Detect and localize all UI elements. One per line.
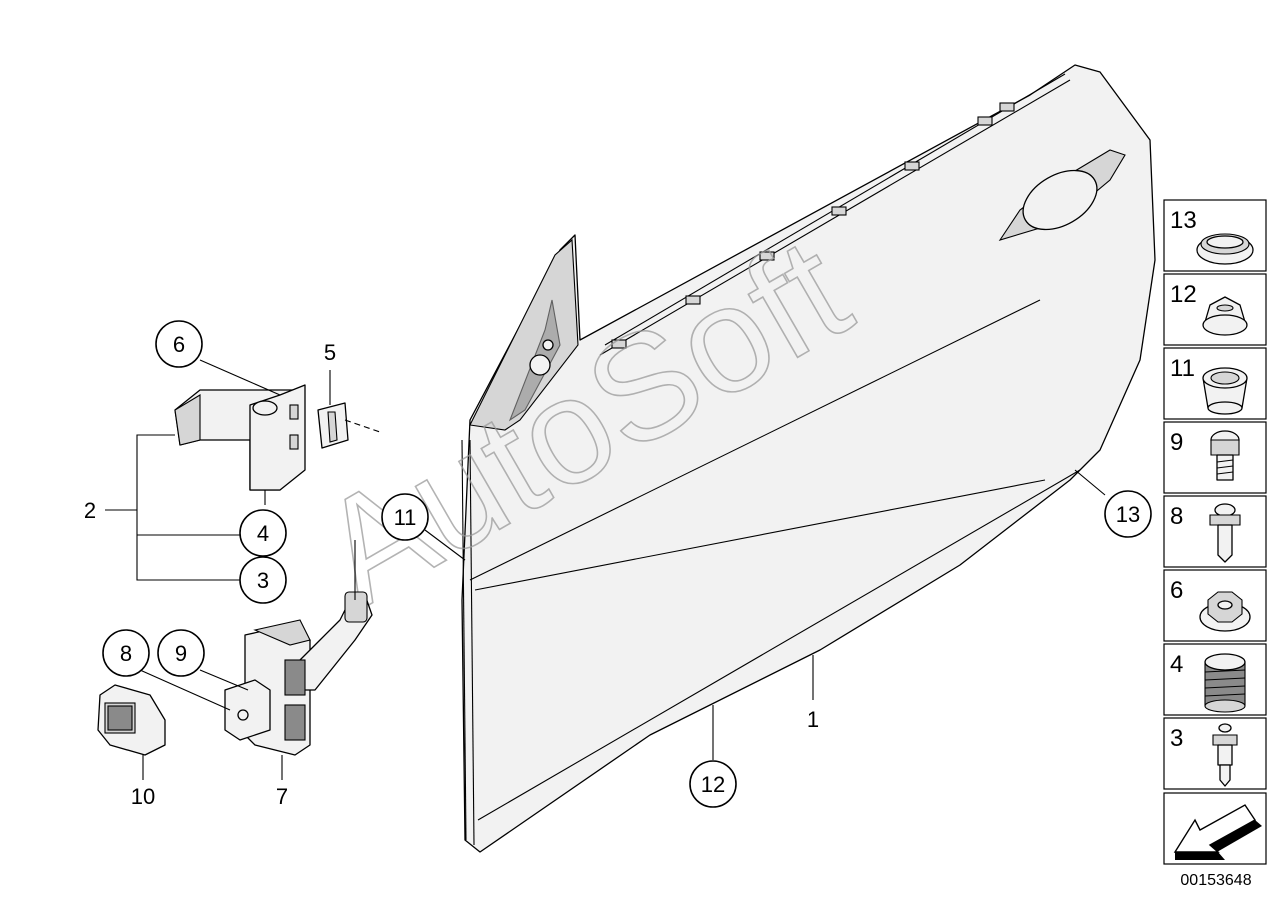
legend-panel: 13 12 11 — [1163, 199, 1267, 865]
callout-6: 6 — [155, 320, 203, 368]
svg-text:6: 6 — [173, 332, 185, 357]
torx-bolt-long-icon — [1209, 503, 1241, 563]
svg-text:6: 6 — [1170, 577, 1183, 604]
callout-4: 4 — [239, 509, 287, 557]
legend-item-9[interactable]: 9 — [1163, 421, 1267, 494]
legend-item-3[interactable]: 3 — [1163, 717, 1267, 790]
callout-2: 2 — [84, 498, 96, 523]
arrow-down-left-icon — [1173, 804, 1262, 860]
svg-text:9: 9 — [175, 641, 187, 666]
legend-item-11[interactable]: 11 — [1163, 347, 1267, 420]
svg-text:8: 8 — [1170, 503, 1183, 530]
torx-bolt-short-icon — [1210, 430, 1240, 481]
callout-12: 12 — [689, 760, 737, 808]
svg-text:3: 3 — [257, 568, 269, 593]
callout-13: 13 — [1104, 490, 1152, 538]
hinge-shim — [317, 402, 349, 449]
callout-11: 11 — [381, 493, 429, 541]
threaded-bushing-icon — [1204, 653, 1246, 713]
svg-text:3: 3 — [1170, 725, 1183, 752]
svg-text:5: 5 — [324, 340, 336, 365]
grommet-plug-icon — [1196, 233, 1254, 265]
svg-text:11: 11 — [394, 505, 417, 530]
svg-text:8: 8 — [120, 641, 132, 666]
window-clips — [611, 102, 1015, 349]
svg-text:9: 9 — [1170, 429, 1183, 456]
callout-9: 9 — [157, 629, 205, 677]
callout-3: 3 — [239, 556, 287, 604]
svg-text:11: 11 — [1170, 355, 1195, 382]
callout-5: 5 — [324, 340, 336, 365]
stepped-bolt-icon — [1212, 723, 1238, 787]
callout-1: 1 — [807, 707, 819, 732]
rubber-buffer-icon — [1202, 296, 1248, 336]
drawing-code: 00153648 — [1180, 872, 1251, 889]
legend-item-13[interactable]: 13 — [1163, 199, 1267, 272]
svg-text:4: 4 — [1170, 651, 1183, 678]
door-shell — [461, 64, 1156, 853]
callout-7: 7 — [276, 784, 288, 809]
door-hinge — [174, 384, 306, 491]
svg-text:12: 12 — [701, 772, 725, 797]
rubber-cap — [97, 684, 166, 756]
callout-10: 10 — [131, 784, 155, 809]
legend-item-8[interactable]: 8 — [1163, 495, 1267, 568]
legend-item-4[interactable]: 4 — [1163, 643, 1267, 716]
svg-text:13: 13 — [1116, 502, 1140, 527]
svg-text:12: 12 — [1170, 281, 1197, 308]
svg-text:1: 1 — [807, 707, 819, 732]
legend-item-6[interactable]: 6 — [1163, 569, 1267, 642]
svg-text:13: 13 — [1170, 207, 1197, 234]
callout-8: 8 — [102, 629, 150, 677]
legend-item-12[interactable]: 12 — [1163, 273, 1267, 346]
sleeve-icon — [1202, 367, 1248, 415]
svg-text:2: 2 — [84, 498, 96, 523]
navigation-arrow-box[interactable] — [1163, 792, 1267, 865]
svg-text:7: 7 — [276, 784, 288, 809]
strap-bracket — [224, 679, 271, 741]
svg-text:10: 10 — [131, 784, 155, 809]
hex-collar-nut-icon — [1199, 591, 1251, 632]
svg-text:4: 4 — [257, 521, 269, 546]
